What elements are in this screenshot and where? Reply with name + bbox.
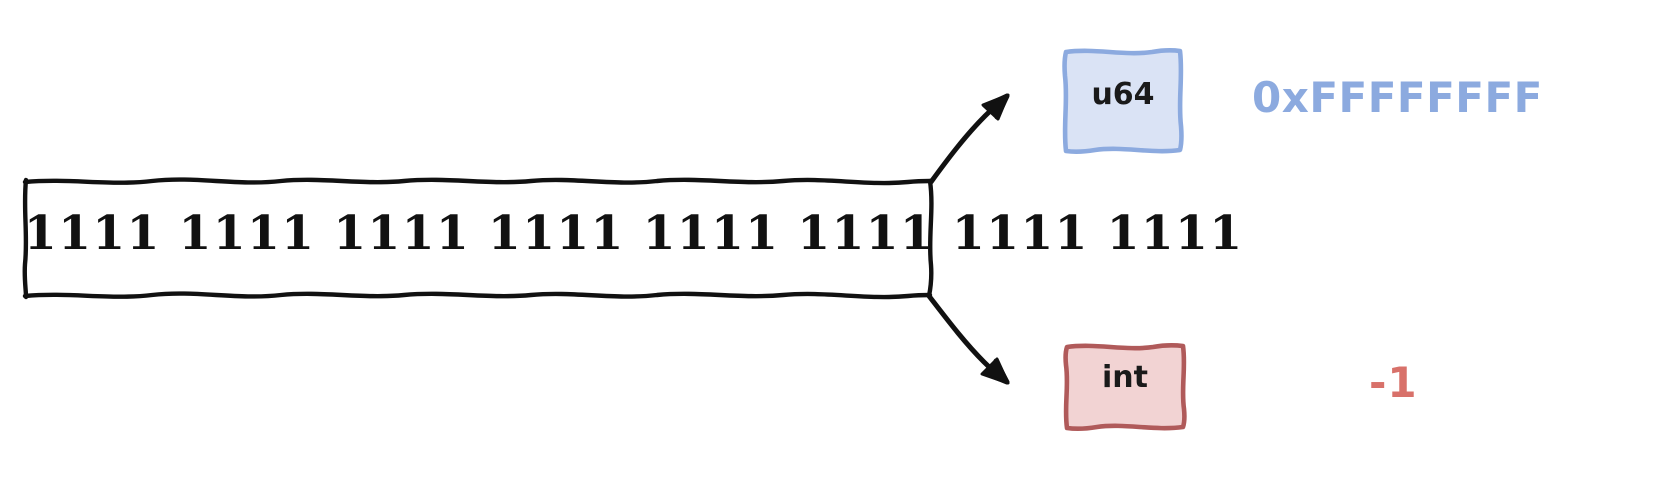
arrow-to-int [926,293,1010,385]
bit-pattern-box [22,177,934,300]
int-box[interactable] [1063,343,1187,431]
u64-box[interactable] [1062,48,1184,154]
arrow-to-u64 [928,93,1010,185]
